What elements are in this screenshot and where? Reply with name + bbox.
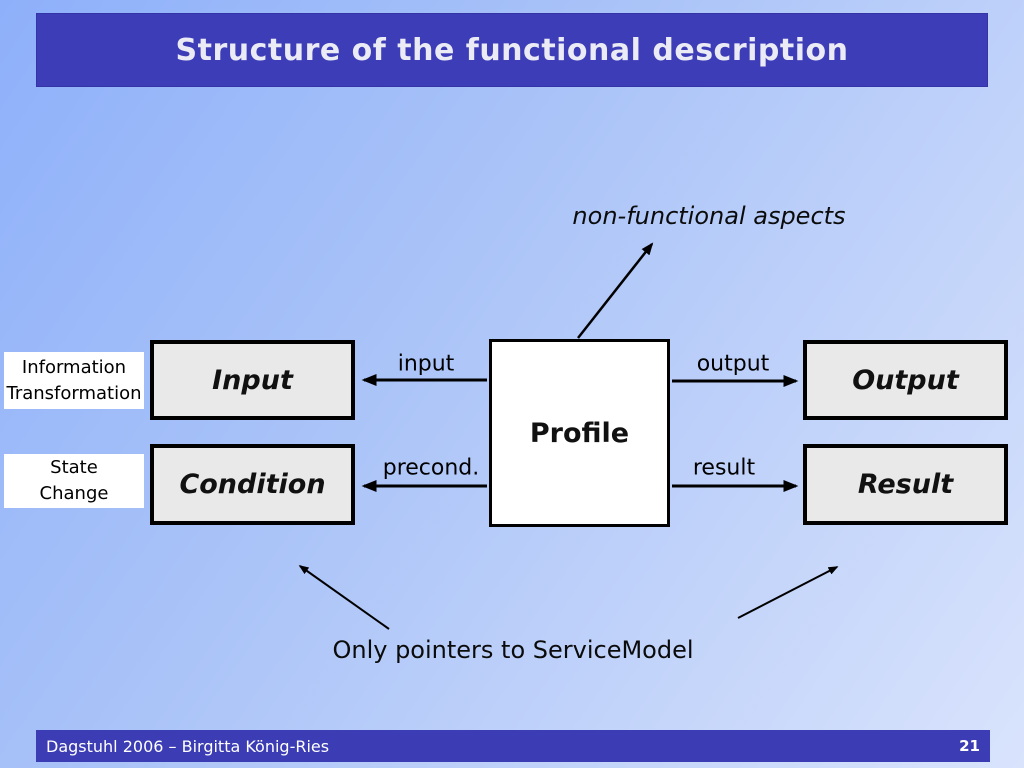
condition-box-label: Condition (179, 469, 326, 500)
information-transformation-line1: Information (21, 356, 127, 378)
annotation-non-functional-aspects: non-functional aspects (572, 202, 846, 230)
arrow-profile-to-nonfunctional (577, 242, 654, 339)
annotation-only-pointers: Only pointers to ServiceModel (332, 636, 694, 664)
arrow-label-result: result (692, 455, 756, 481)
result-box: Result (803, 444, 1008, 525)
result-box-label: Result (857, 469, 954, 500)
output-box-label: Output (852, 364, 959, 396)
arrow-pointers-to-right-boxes (737, 566, 839, 619)
profile-box-label: Profile (529, 417, 630, 449)
information-transformation-label: Information Transformation (4, 352, 144, 409)
footer-credit: Dagstuhl 2006 – Birgitta König-Ries (46, 736, 330, 756)
footer-bar: Dagstuhl 2006 – Birgitta König-Ries 21 (36, 730, 990, 762)
arrow-label-output: output (696, 351, 770, 377)
condition-box: Condition (150, 444, 355, 525)
footer-page-number: 21 (959, 737, 980, 755)
arrow-label-precond: precond. (382, 455, 480, 481)
arrow-pointers-to-left-boxes (298, 565, 390, 630)
title-bar: Structure of the functional description (36, 13, 988, 87)
input-box-label: Input (212, 364, 293, 396)
slide-title: Structure of the functional description (175, 32, 849, 68)
information-transformation-line2: Transformation (6, 382, 142, 404)
state-change-line1: State (50, 457, 98, 478)
output-box: Output (803, 340, 1008, 420)
state-change-line2: Change (39, 483, 109, 504)
arrow-label-input: input (397, 351, 455, 377)
input-box: Input (150, 340, 355, 420)
profile-box: Profile (489, 339, 670, 527)
state-change-label: State Change (4, 454, 144, 508)
